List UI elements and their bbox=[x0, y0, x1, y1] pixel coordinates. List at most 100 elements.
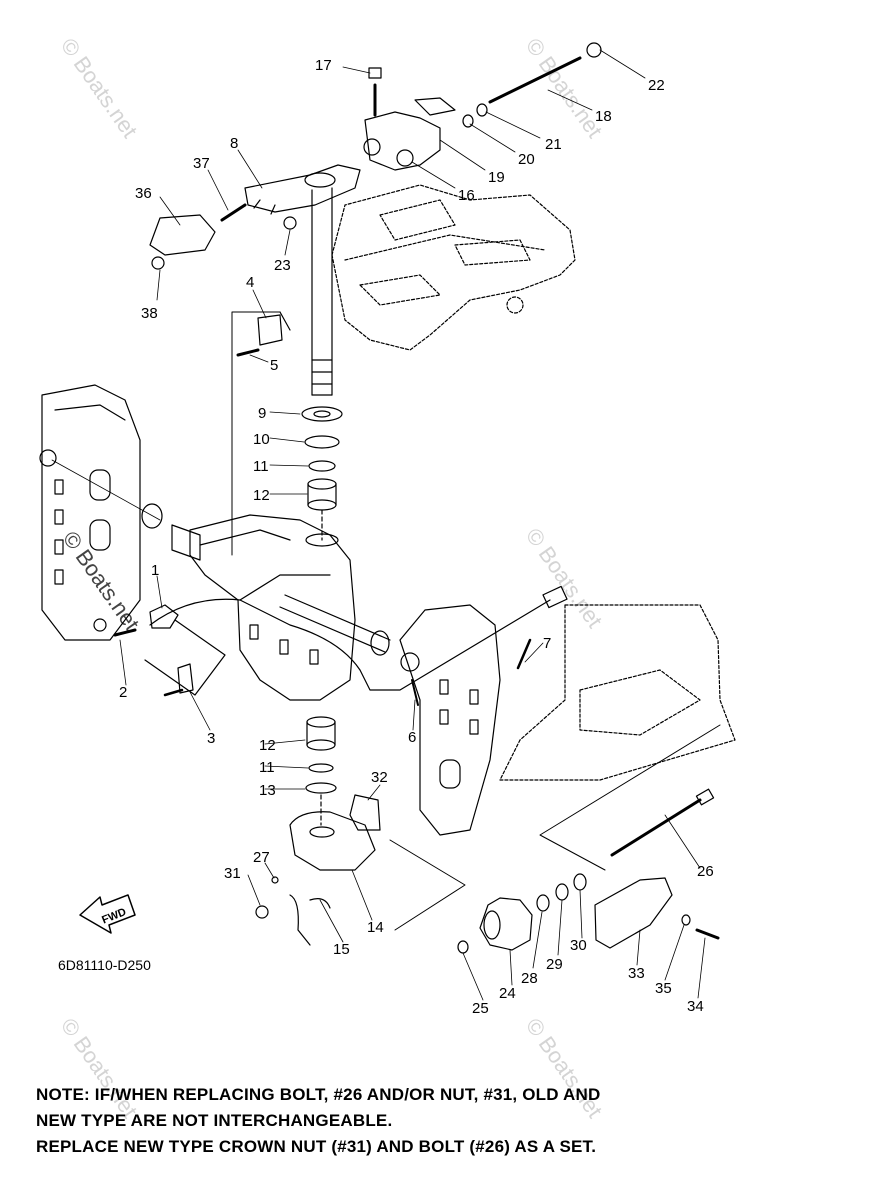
callout-14: 14 bbox=[367, 919, 384, 936]
washer-21 bbox=[476, 103, 488, 117]
bushing-12-lower bbox=[306, 721, 336, 746]
callout-17: 17 bbox=[315, 57, 332, 74]
callout-24: 24 bbox=[499, 985, 516, 1002]
callout-11-lower: 11 bbox=[259, 759, 275, 776]
note-line-2: NEW TYPE ARE NOT INTERCHANGEABLE. bbox=[36, 1111, 393, 1130]
replacement-note: NOTE: IF/WHEN REPLACING BOLT, #26 AND/OR… bbox=[36, 1082, 856, 1160]
swivel-bracket bbox=[189, 514, 356, 701]
clip-15 bbox=[309, 898, 331, 909]
upper-bracket-housing bbox=[331, 184, 576, 351]
fwd-arrow-icon bbox=[79, 894, 136, 934]
upper-mount-bracket bbox=[363, 97, 456, 171]
trim-sensor-1 bbox=[149, 604, 179, 629]
nut-38 bbox=[151, 256, 165, 270]
callout-25: 25 bbox=[472, 1000, 489, 1017]
callout-22: 22 bbox=[648, 77, 665, 94]
steering-shaft bbox=[311, 187, 333, 396]
washer-35 bbox=[681, 914, 691, 926]
callout-19: 19 bbox=[488, 169, 505, 186]
callout-numbers: 17 22 18 21 20 19 16 8 37 36 23 38 4 5 9… bbox=[119, 57, 714, 1017]
note-line-1: NOTE: IF/WHEN REPLACING BOLT, #26 AND/OR… bbox=[36, 1085, 601, 1104]
callout-2: 2 bbox=[119, 684, 127, 701]
washer-28 bbox=[536, 894, 550, 912]
clip-6 bbox=[411, 679, 419, 706]
callout-1: 1 bbox=[151, 562, 159, 579]
callout-18: 18 bbox=[595, 108, 612, 125]
washer-25 bbox=[457, 940, 469, 954]
callout-36: 36 bbox=[135, 185, 152, 202]
washer-20 bbox=[462, 114, 474, 128]
callout-12: 12 bbox=[253, 487, 270, 504]
lower-unit-housing bbox=[499, 604, 736, 781]
nut-23 bbox=[283, 216, 297, 230]
seal-13 bbox=[305, 782, 337, 794]
bolt-26 bbox=[610, 798, 702, 857]
watermark: © Boats.net bbox=[56, 34, 143, 143]
callout-34: 34 bbox=[687, 998, 704, 1015]
washer-27 bbox=[271, 876, 279, 884]
note-line-3: REPLACE NEW TYPE CROWN NUT (#31) AND BOL… bbox=[36, 1137, 597, 1156]
callout-33: 33 bbox=[628, 965, 645, 982]
callout-23: 23 bbox=[274, 257, 291, 274]
clamp-4 bbox=[257, 314, 283, 346]
watermark: © Boats.net bbox=[521, 524, 608, 633]
washer-9 bbox=[301, 406, 343, 422]
callout-11: 11 bbox=[253, 458, 269, 475]
callout-37: 37 bbox=[193, 155, 210, 172]
trim-sensor-lead bbox=[149, 598, 551, 691]
callout-30: 30 bbox=[570, 937, 587, 954]
bolt-34 bbox=[695, 928, 720, 940]
screw-2 bbox=[113, 628, 137, 637]
watermark: © Boats.net bbox=[521, 34, 608, 143]
mount-rubber-24 bbox=[479, 897, 533, 951]
callout-15: 15 bbox=[333, 941, 350, 958]
callout-8: 8 bbox=[230, 135, 238, 152]
callout-27: 27 bbox=[253, 849, 270, 866]
seal-10 bbox=[304, 435, 340, 449]
nut-22 bbox=[586, 42, 602, 58]
bracket-36 bbox=[149, 214, 216, 256]
through-bolt-18 bbox=[488, 56, 582, 104]
o-ring-11 bbox=[308, 460, 336, 472]
bushing-left bbox=[171, 524, 201, 561]
callout-26: 26 bbox=[697, 863, 714, 880]
callout-13: 13 bbox=[259, 782, 276, 799]
callout-6: 6 bbox=[408, 729, 416, 746]
callout-35: 35 bbox=[655, 980, 672, 997]
washer-29 bbox=[555, 883, 569, 901]
tilt-tube bbox=[279, 594, 391, 653]
callout-10: 10 bbox=[253, 431, 270, 448]
lower-mount-housing-14 bbox=[289, 811, 376, 871]
callout-12-lower: 12 bbox=[259, 737, 276, 754]
callout-16: 16 bbox=[458, 187, 475, 204]
callout-9: 9 bbox=[258, 405, 266, 422]
callout-21: 21 bbox=[545, 136, 562, 153]
callout-38: 38 bbox=[141, 305, 158, 322]
washer-30 bbox=[573, 873, 587, 891]
callout-32: 32 bbox=[371, 769, 388, 786]
bushing-12 bbox=[307, 483, 337, 506]
ground-lead bbox=[289, 894, 311, 946]
bolt-37 bbox=[220, 203, 247, 222]
clip-7 bbox=[516, 638, 532, 670]
clamp-bracket-left bbox=[39, 384, 141, 641]
cover-33 bbox=[594, 877, 673, 949]
drawing-code: 6D81110-D250 bbox=[58, 957, 151, 973]
callout-28: 28 bbox=[521, 970, 538, 987]
callout-20: 20 bbox=[518, 151, 535, 168]
nut-31 bbox=[255, 905, 269, 919]
callout-31: 31 bbox=[224, 865, 241, 882]
connector bbox=[542, 585, 568, 609]
callout-29: 29 bbox=[546, 956, 563, 973]
bolt-5 bbox=[236, 348, 260, 357]
o-ring-11-lower bbox=[308, 763, 334, 773]
cap-32 bbox=[349, 794, 381, 831]
clamp-bracket-right bbox=[399, 604, 501, 836]
steering-arm bbox=[244, 164, 361, 215]
leader-lines bbox=[119, 49, 706, 1001]
callout-3: 3 bbox=[207, 730, 215, 747]
washer-left bbox=[141, 503, 163, 529]
callout-7: 7 bbox=[543, 635, 551, 652]
bolt-17-head bbox=[368, 67, 382, 79]
